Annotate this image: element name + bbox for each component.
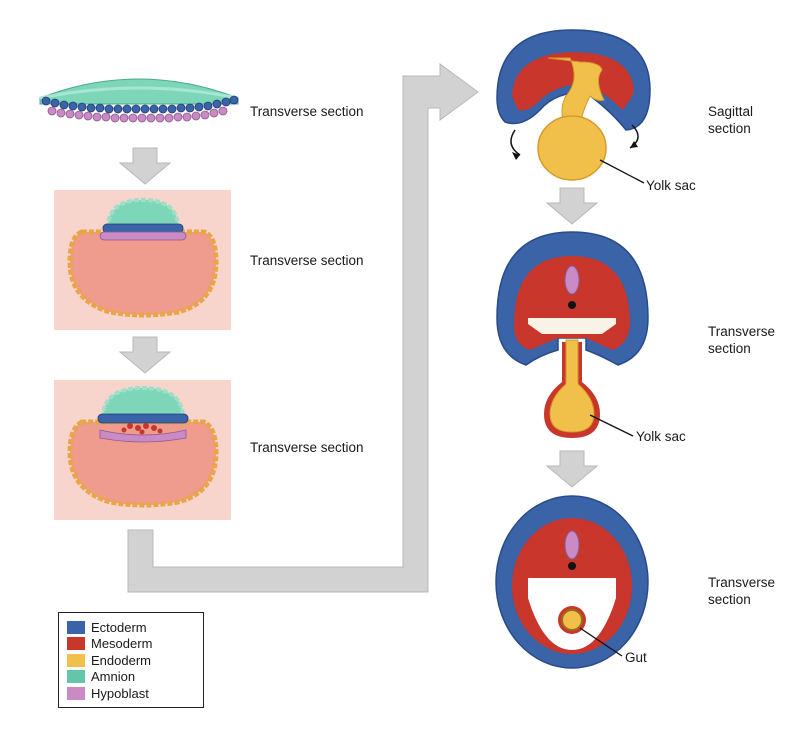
down-arrow-2	[118, 336, 172, 374]
process-arrows	[118, 63, 599, 593]
legend-label: Amnion	[91, 669, 136, 685]
label-gut: Gut	[625, 650, 647, 665]
label-transverse-section-1: Transverse section	[250, 104, 364, 119]
label-transverse-section-2: Transverse section	[250, 253, 364, 268]
label-transverse-section-4: Transverse section	[708, 324, 776, 356]
bilaminar-disc	[39, 78, 239, 123]
label-transverse-section-3: Transverse section	[250, 440, 364, 455]
down-arrow-3	[545, 187, 599, 225]
down-arrow-4	[545, 450, 599, 488]
legend: Ectoderm Mesoderm Endoderm Amnion Hypobl…	[58, 612, 204, 708]
mesoderm-swatch	[67, 637, 85, 651]
gut-transverse-section	[495, 495, 649, 669]
legend-item-hypoblast: Hypoblast	[67, 685, 203, 702]
ectoderm-swatch	[67, 620, 85, 634]
legend-item-endoderm: Endoderm	[67, 652, 203, 669]
legend-label: Ectoderm	[91, 619, 147, 635]
legend-label: Endoderm	[91, 652, 151, 668]
legend-label: Mesoderm	[91, 636, 153, 652]
sagittal-section	[496, 29, 651, 184]
label-yolk-sac-1: Yolk sac	[646, 178, 696, 193]
long-connector-arrow	[127, 63, 479, 593]
endoderm-swatch	[67, 653, 85, 667]
label-yolk-sac-2: Yolk sac	[636, 429, 686, 444]
legend-item-amnion: Amnion	[67, 669, 203, 686]
label-transverse-section-5: Transverse section	[708, 575, 776, 607]
down-arrow-1	[118, 147, 172, 185]
amnion-swatch	[67, 670, 85, 684]
legend-item-mesoderm: Mesoderm	[67, 636, 203, 653]
hypoblast-swatch	[67, 686, 85, 700]
legend-item-ectoderm: Ectoderm	[67, 619, 203, 636]
legend-label: Hypoblast	[91, 685, 149, 701]
blastocyst-stage	[54, 190, 231, 330]
folding-transverse-section	[496, 231, 649, 438]
gastrulation-stage	[54, 380, 231, 520]
label-sagittal-section: Sagittal section	[708, 104, 754, 136]
